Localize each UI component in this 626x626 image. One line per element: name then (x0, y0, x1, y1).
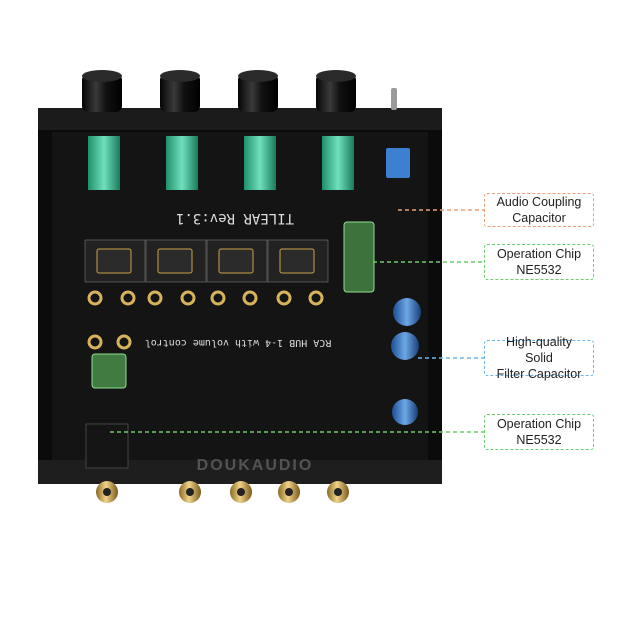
volume-knob-4 (316, 70, 356, 112)
highlighted-opamp-top (343, 221, 375, 293)
callout-coupling: Audio Coupling Capacitor (484, 193, 594, 227)
volume-knob-2 (160, 70, 200, 112)
board-subtitle: RCA HUB 1-4 with volume control (145, 337, 332, 348)
potentiometer-3 (244, 136, 276, 190)
opamp-chip-row (84, 239, 329, 283)
watermark-text: DOUKAUDIO (197, 457, 314, 474)
board-title: TILEAR Rev:3.1 (176, 210, 294, 226)
callout-filter-line2: Filter Capacitor (496, 367, 582, 381)
coupling-capacitors (87, 290, 324, 350)
volume-knob-3 (238, 70, 278, 112)
rca-jacks (85, 423, 349, 503)
toggle-switch-lever (391, 88, 397, 110)
callout-opchip-top: Operation Chip NE5532 (484, 244, 594, 280)
volume-knob-1 (82, 70, 122, 112)
toggle-switch-body (386, 148, 410, 178)
top-rail (38, 108, 442, 130)
callout-opchip-bottom-line1: Operation Chip (496, 417, 582, 431)
callout-opchip-top-line1: Operation Chip (496, 247, 582, 261)
callout-coupling-line2: Capacitor (512, 211, 566, 225)
highlighted-opamp-bottom (91, 353, 127, 389)
callout-opchip-bottom: Operation Chip NE5532 (484, 414, 594, 450)
potentiometer-4 (322, 136, 354, 190)
callout-coupling-line1: Audio Coupling (496, 195, 582, 209)
filter-capacitors (391, 298, 421, 425)
potentiometer-1 (88, 136, 120, 190)
callout-filter-line1: High-quality Solid (505, 335, 572, 365)
callout-filter: High-quality Solid Filter Capacitor (484, 335, 594, 381)
callout-opchip-top-line2: NE5532 (516, 263, 562, 277)
callout-opchip-bottom-line2: NE5532 (516, 433, 562, 447)
potentiometer-2 (166, 136, 198, 190)
